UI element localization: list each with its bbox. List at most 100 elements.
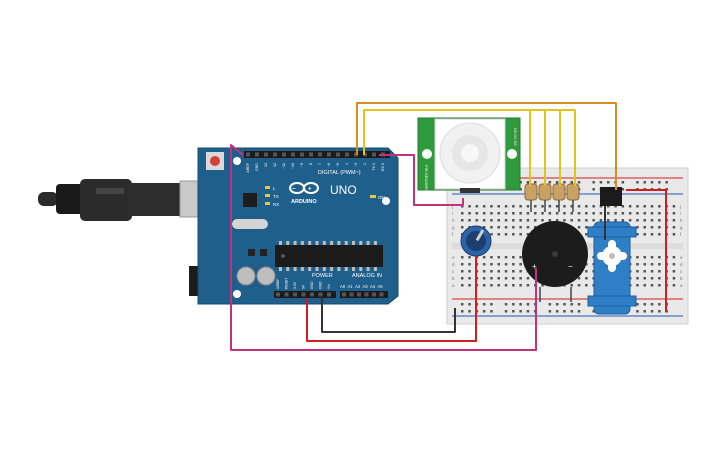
digital-pin-label: ~11 xyxy=(282,163,286,169)
header-pin[interactable] xyxy=(336,152,340,157)
digital-pin-label: 2 xyxy=(363,163,367,165)
header-pin[interactable] xyxy=(342,292,346,297)
wire-yellow[interactable] xyxy=(363,109,531,186)
header-pin[interactable] xyxy=(372,292,376,297)
header-pin[interactable] xyxy=(273,152,277,157)
wire-yellow[interactable] xyxy=(560,109,576,186)
digital-header-label: DIGITAL (PWM~) xyxy=(318,170,361,176)
potentiometer[interactable] xyxy=(460,225,492,257)
digital-pin-label: RX 0 xyxy=(381,163,385,171)
wire-magenta[interactable] xyxy=(230,144,537,351)
analog-pin-label: A4 xyxy=(370,284,376,289)
row-letter: j xyxy=(451,204,453,209)
header-pin[interactable] xyxy=(282,152,286,157)
header-pin[interactable] xyxy=(327,292,331,297)
row-letter: f xyxy=(680,232,682,237)
row-letter: h xyxy=(680,218,683,223)
digital-pin-label: 8 xyxy=(309,163,313,165)
row-letter: b xyxy=(680,276,683,281)
reset-button[interactable] xyxy=(210,156,220,166)
header-pin[interactable] xyxy=(310,292,314,297)
header-pin[interactable] xyxy=(264,152,268,157)
wire-orange[interactable] xyxy=(356,102,617,190)
rx-led xyxy=(265,202,270,205)
row-letter: i xyxy=(452,211,453,216)
row-letter: f xyxy=(452,232,454,237)
row-letter: c xyxy=(452,269,455,274)
wire-red[interactable] xyxy=(626,189,667,312)
row-letter: g xyxy=(452,225,455,230)
pir-mount-hole xyxy=(507,149,517,159)
analog-pin-label: A3 xyxy=(363,284,369,289)
pir-sensor[interactable]: PIR-SENSOR D0 D1 D2 xyxy=(417,117,521,193)
piezo-buzzer[interactable]: + − xyxy=(522,221,588,287)
power-header-label: POWER xyxy=(312,273,333,279)
row-letter: i xyxy=(680,211,681,216)
digital-pin-label: GND xyxy=(255,163,259,171)
header-pin[interactable] xyxy=(276,292,280,297)
servo-connector[interactable] xyxy=(600,187,622,206)
wire-red[interactable] xyxy=(306,256,477,342)
power-pin-label: 3.3V xyxy=(293,281,297,289)
power-pin-label: IOREF xyxy=(276,279,280,289)
header-pin[interactable] xyxy=(372,152,376,157)
header-pin[interactable] xyxy=(357,292,361,297)
wire-black[interactable] xyxy=(321,298,456,333)
digital-header[interactable] xyxy=(244,151,390,158)
row-letter: e xyxy=(680,255,683,260)
usb-chip xyxy=(243,193,257,207)
row-letter: g xyxy=(680,225,683,230)
digital-pin-label: 12 xyxy=(273,163,277,167)
header-pin[interactable] xyxy=(364,292,369,297)
svg-text:−: − xyxy=(292,187,296,193)
wire-magenta[interactable] xyxy=(379,154,464,206)
wires[interactable] xyxy=(230,102,667,351)
header-pin[interactable] xyxy=(293,292,297,297)
header-pin[interactable] xyxy=(318,292,323,297)
analog-header-label: ANALOG IN xyxy=(352,273,382,279)
header-pin[interactable] xyxy=(379,292,384,297)
row-letter: a xyxy=(452,283,455,288)
analog-pin-label: A1 xyxy=(348,284,354,289)
header-pin[interactable] xyxy=(300,152,304,157)
power-pin-label: GND xyxy=(310,281,314,289)
usb-cable[interactable] xyxy=(38,179,211,221)
header-pin[interactable] xyxy=(309,152,313,157)
digital-pin-label: ~10 xyxy=(291,163,295,169)
header-pin[interactable] xyxy=(255,152,259,157)
header-pin[interactable] xyxy=(301,292,306,297)
digital-pin-label: ~3 xyxy=(354,163,358,167)
digital-pin-label: 7 xyxy=(318,163,322,165)
header-pin[interactable] xyxy=(284,292,289,297)
sensor-header-pins[interactable] xyxy=(524,183,580,201)
header-pin[interactable] xyxy=(318,152,322,157)
row-letter: a xyxy=(680,283,683,288)
rx-label: RX xyxy=(273,202,279,207)
digital-pin-label: ~5 xyxy=(336,163,340,167)
row-letter: c xyxy=(680,269,683,274)
capacitor xyxy=(256,266,276,286)
mount-hole xyxy=(233,157,241,165)
digital-pin-label: AREF xyxy=(246,162,250,172)
header-pin[interactable] xyxy=(291,152,295,157)
row-letter: h xyxy=(452,218,455,223)
power-pin-label: GND xyxy=(319,281,323,289)
digital-pin-label: 4 xyxy=(345,163,349,165)
power-pin-label: Vin xyxy=(327,284,331,289)
header-pin[interactable] xyxy=(349,292,354,297)
header-pin[interactable] xyxy=(246,152,250,157)
buzzer-minus: − xyxy=(568,262,573,271)
servo-motor[interactable] xyxy=(587,221,637,315)
header-pin[interactable] xyxy=(345,152,349,157)
analog-header[interactable] xyxy=(340,291,388,298)
pir-mount-hole xyxy=(422,149,432,159)
mount-hole xyxy=(233,290,241,298)
l-led xyxy=(265,186,270,189)
header-pin[interactable] xyxy=(327,152,331,157)
